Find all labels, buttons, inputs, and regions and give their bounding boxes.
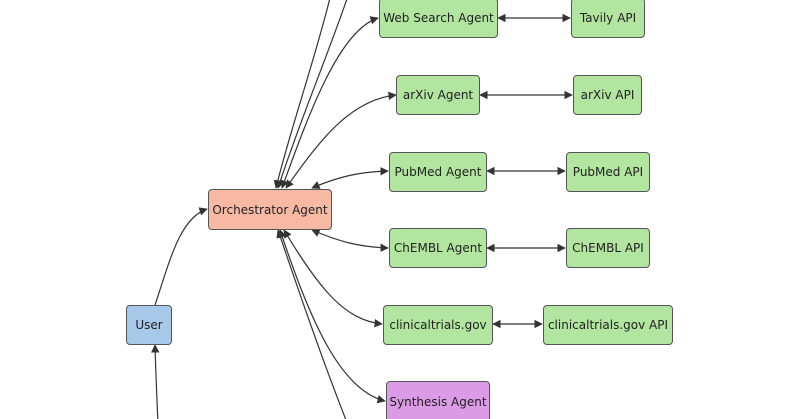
edge-orchestrator-web-search <box>280 16 379 189</box>
edge-orchestrator-offscreen-top-2 <box>273 0 331 189</box>
web-search-agent-node: Web Search Agent <box>379 0 498 38</box>
arxiv-agent-node: arXiv Agent <box>396 75 480 115</box>
edge-user-offscreen-bottom <box>151 344 160 419</box>
clinicaltrials-api-node: clinicaltrials.gov API <box>543 305 673 345</box>
clinicaltrials-agent-node: clinicaltrials.gov <box>383 305 493 345</box>
orchestrator-agent-node: Orchestrator Agent <box>208 189 332 230</box>
edge-user-orchestrator <box>154 207 208 306</box>
edge-orchestrator-pubmed <box>311 167 389 189</box>
edge-orchestrator-chembl <box>311 229 389 252</box>
edge-orchestrator-arxiv <box>285 91 397 189</box>
arxiv-api-node: arXiv API <box>573 75 642 115</box>
edge-orchestrator-offscreen-bottom <box>276 229 347 419</box>
edge-orchestrator-clinicaltrials <box>283 229 383 328</box>
pubmed-api-node: PubMed API <box>566 152 650 192</box>
edge-orchestrator-offscreen-top-1 <box>276 0 348 189</box>
tavily-api-node: Tavily API <box>571 0 645 38</box>
user-node: User <box>126 305 172 345</box>
edge-orchestrator-synthesis <box>278 229 386 404</box>
pubmed-agent-node: PubMed Agent <box>389 152 487 192</box>
synthesis-agent-node: Synthesis Agent <box>386 381 490 419</box>
chembl-api-node: ChEMBL API <box>566 228 650 268</box>
chembl-agent-node: ChEMBL Agent <box>389 228 487 268</box>
